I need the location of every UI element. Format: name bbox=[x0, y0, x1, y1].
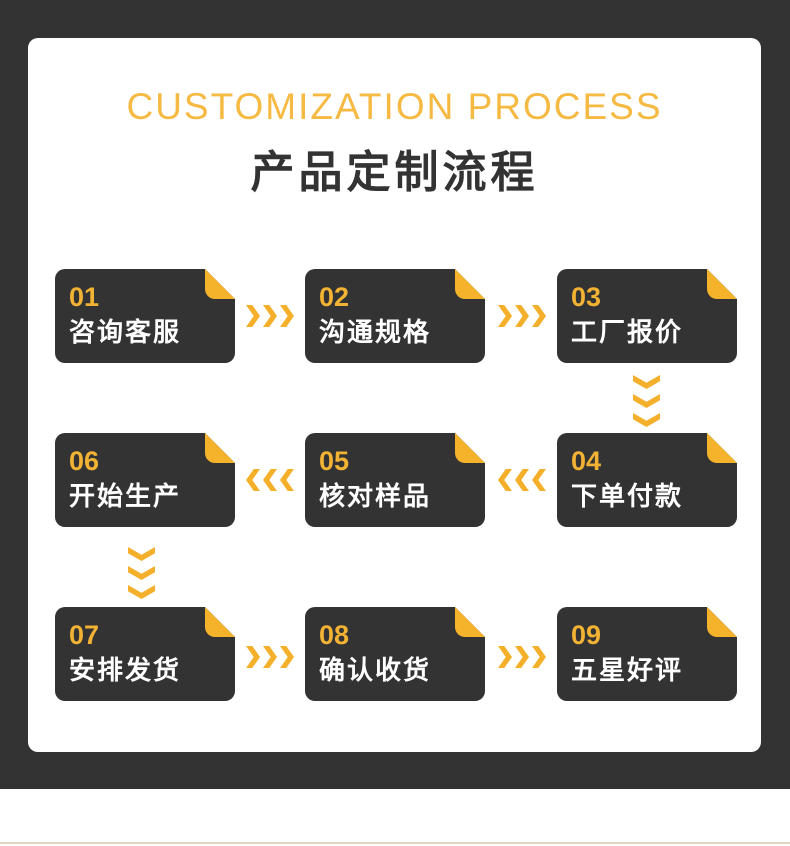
folded-corner-icon bbox=[205, 607, 235, 637]
arrow-right-icon bbox=[246, 646, 294, 668]
folded-corner-icon bbox=[455, 269, 485, 299]
step-number: 01 bbox=[69, 282, 100, 312]
step-number: 03 bbox=[571, 282, 602, 312]
step-card-06: 06 开始生产 bbox=[55, 433, 235, 527]
arrow-down-icon bbox=[633, 375, 660, 427]
process-panel: CUSTOMIZATION PROCESS 产品定制流程 01 咨询客服 02 … bbox=[28, 38, 761, 752]
step-label: 工厂报价 bbox=[571, 317, 684, 348]
step-card-07: 07 安排发货 bbox=[55, 607, 235, 701]
arrow-left-icon bbox=[498, 469, 546, 491]
arrow-left-icon bbox=[246, 469, 294, 491]
folded-corner-icon bbox=[205, 433, 235, 463]
step-label: 确认收货 bbox=[319, 655, 432, 686]
step-label: 咨询客服 bbox=[69, 317, 182, 348]
step-card-08: 08 确认收货 bbox=[305, 607, 485, 701]
step-card-01: 01 咨询客服 bbox=[55, 269, 235, 363]
step-number: 05 bbox=[319, 446, 350, 476]
arrow-right-icon bbox=[498, 305, 546, 327]
arrow-down-icon bbox=[128, 547, 155, 599]
folded-corner-icon bbox=[707, 433, 737, 463]
step-label: 下单付款 bbox=[571, 481, 684, 512]
bottom-white-strip bbox=[0, 789, 790, 846]
step-label: 开始生产 bbox=[69, 481, 182, 512]
step-number: 04 bbox=[571, 446, 602, 476]
bottom-divider-line bbox=[0, 842, 790, 844]
arrow-right-icon bbox=[498, 646, 546, 668]
folded-corner-icon bbox=[455, 433, 485, 463]
step-card-05: 05 核对样品 bbox=[305, 433, 485, 527]
step-number: 02 bbox=[319, 282, 350, 312]
step-number: 06 bbox=[69, 446, 100, 476]
title-english: CUSTOMIZATION PROCESS bbox=[126, 86, 663, 127]
folded-corner-icon bbox=[455, 607, 485, 637]
step-card-04: 04 下单付款 bbox=[557, 433, 737, 527]
step-label: 核对样品 bbox=[319, 481, 432, 512]
step-label: 五星好评 bbox=[571, 655, 684, 686]
step-number: 07 bbox=[69, 620, 100, 650]
folded-corner-icon bbox=[205, 269, 235, 299]
step-label: 沟通规格 bbox=[319, 317, 432, 348]
folded-corner-icon bbox=[707, 607, 737, 637]
step-card-03: 03 工厂报价 bbox=[557, 269, 737, 363]
step-label: 安排发货 bbox=[69, 655, 182, 686]
arrow-right-icon bbox=[246, 305, 294, 327]
step-card-09: 09 五星好评 bbox=[557, 607, 737, 701]
step-number: 08 bbox=[319, 620, 350, 650]
step-card-02: 02 沟通规格 bbox=[305, 269, 485, 363]
step-number: 09 bbox=[571, 620, 602, 650]
title-chinese: 产品定制流程 bbox=[250, 148, 539, 197]
folded-corner-icon bbox=[707, 269, 737, 299]
